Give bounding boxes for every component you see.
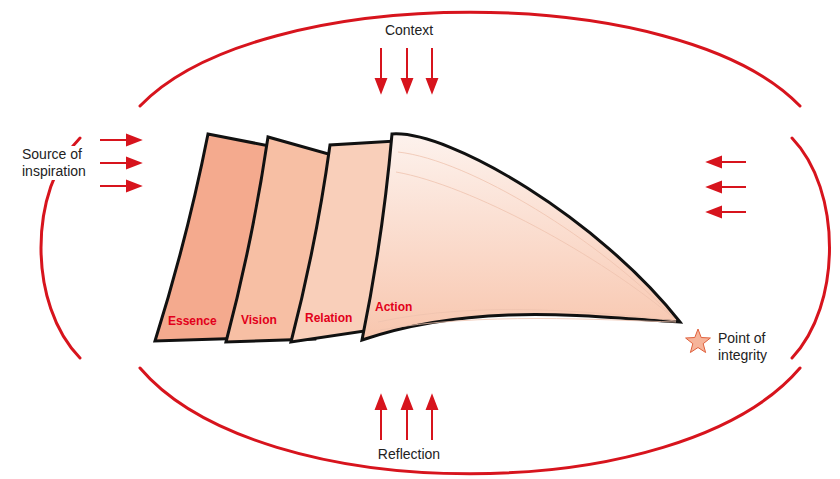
reflection-label: Reflection: [357, 446, 461, 463]
sail-outline: [358, 126, 690, 350]
sail-fold-line: [396, 172, 676, 320]
shape-label: Relation: [305, 311, 352, 325]
integrity-arc: [792, 138, 830, 358]
sail-fold-line: [398, 152, 676, 320]
integrity-star: [686, 329, 711, 353]
context-arrows: [376, 48, 437, 92]
context-label: Context: [357, 22, 461, 39]
sail-path: [362, 134, 680, 340]
context-arc: [140, 12, 800, 106]
sail-fold-line: [380, 319, 676, 331]
integrity-label: Point of integrity: [716, 330, 786, 364]
sail-fold-line: [378, 310, 676, 322]
integrity-arrows: [708, 157, 746, 217]
shape-label: Action: [375, 300, 412, 314]
sail-shape: Action: [358, 126, 690, 350]
inspiration-label: Source of inspiration: [20, 146, 100, 180]
shape-label: Vision: [241, 313, 277, 327]
reflection-arrows: [376, 396, 437, 440]
shape-label: Essence: [168, 314, 217, 328]
reflection-arc: [140, 368, 800, 474]
inspiration-arrows: [100, 135, 140, 191]
